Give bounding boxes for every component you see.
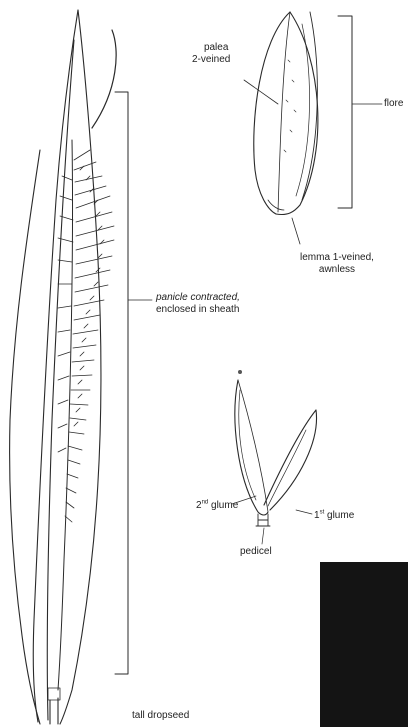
lemma-label: lemma 1-veined, awnless (300, 252, 374, 276)
first-glume-label: 1st glume (314, 510, 354, 522)
caption: tall dropseed (132, 710, 189, 722)
plant-sheath (10, 10, 117, 724)
palea-label: palea 2-veined (202, 42, 230, 66)
floret-drawing (254, 12, 318, 215)
panicle-branches (58, 150, 114, 522)
panicle-label: panicle contracted, enclosed in sheath (156, 292, 240, 316)
dark-corner-block (320, 562, 408, 727)
floret-label: flore (384, 98, 403, 110)
spikelet-drawing (235, 370, 317, 526)
second-glume-label: 2nd glume (196, 500, 238, 512)
floret-bracket (338, 16, 352, 208)
pedicel-label: pedicel (240, 546, 272, 558)
panicle-bracket (115, 92, 128, 674)
panicle-rachis (58, 140, 73, 690)
